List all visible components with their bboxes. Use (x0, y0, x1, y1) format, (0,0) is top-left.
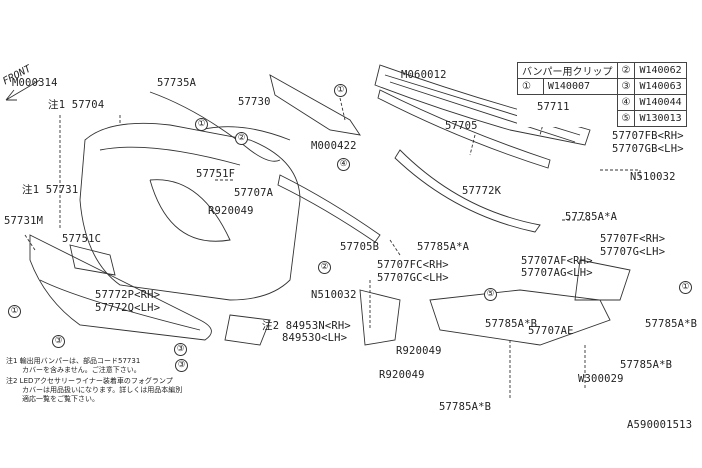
front-arrow-icon (5, 79, 41, 101)
part-label[interactable]: 57730 (238, 96, 271, 108)
clip-code: W130013 (634, 110, 687, 127)
clip-num: ③ (616, 78, 636, 95)
clip-code: W140044 (634, 94, 687, 111)
note-2: カバーは用品扱いになります。詳しくは用品本編別 (22, 386, 183, 394)
part-label[interactable]: 57707G<LH> (600, 246, 666, 258)
part-label[interactable]: 注2 84953N<RH> (262, 320, 351, 332)
part-label[interactable]: R920049 (208, 205, 254, 217)
strip (149, 91, 281, 162)
under-cover (429, 289, 611, 346)
absorber (374, 64, 591, 146)
part-label[interactable]: M000422 (311, 140, 357, 152)
note-1: カバーを含みません。ご注意下さい。 (22, 366, 141, 374)
upper-bracket (269, 74, 361, 136)
part-label[interactable]: 57772Q<LH> (95, 302, 161, 314)
part-label[interactable]: 57785A*B (485, 318, 538, 330)
part-label[interactable]: 57772K (462, 185, 502, 197)
part-label[interactable]: 57772P<RH> (95, 289, 161, 301)
part-label[interactable]: 57731M (4, 215, 44, 227)
diagram-id: A590001513 (627, 419, 693, 431)
callout-3: ③ (175, 359, 188, 372)
part-label[interactable]: 57785A*A (565, 211, 618, 223)
part-label[interactable]: 57707A (234, 187, 274, 199)
part-label[interactable]: 57751F (196, 168, 236, 180)
part-label[interactable]: 57785A*B (620, 359, 673, 371)
callout-3: ③ (174, 343, 187, 356)
clip-code: W140007 (542, 78, 618, 95)
callout-5: ⑤ (484, 288, 497, 301)
part-label[interactable]: 57707F<RH> (600, 233, 666, 245)
part-label[interactable]: 57707FC<RH> (377, 259, 449, 271)
clip-num: ① (517, 78, 544, 95)
part-label[interactable]: 57711 (537, 101, 570, 113)
clip-code: W140063 (634, 78, 687, 95)
part-label[interactable]: 57735A (157, 77, 197, 89)
part-label[interactable]: 注1 57731 (22, 184, 79, 196)
part-label[interactable]: 57707AE (528, 325, 574, 337)
part-label[interactable]: 84953O<LH> (282, 332, 348, 344)
clip-num: ④ (616, 94, 636, 111)
part-label[interactable]: R920049 (396, 345, 442, 357)
note-1: 注1 輸出用バンパーは、部品コード57731 (6, 357, 141, 365)
part-label[interactable]: 57707AG<LH> (521, 267, 593, 279)
clip-table-title: バンパー用クリップ (517, 62, 618, 79)
part-label[interactable]: 57785A*B (439, 401, 492, 413)
callout-1: ① (334, 84, 347, 97)
callout-1: ① (679, 281, 692, 294)
part-label[interactable]: M000314 (12, 77, 58, 89)
clip-num: ② (616, 62, 636, 79)
part-label[interactable]: W300029 (578, 373, 624, 385)
callout-1: ① (195, 118, 208, 131)
clip-num: ⑤ (616, 110, 636, 127)
callout-2: ② (235, 132, 248, 145)
clip-code: W140062 (634, 62, 687, 79)
part-label[interactable]: N510032 (630, 171, 676, 183)
lower-valance (29, 234, 212, 341)
grille (69, 244, 116, 276)
part-label[interactable]: M060012 (401, 69, 447, 81)
callout-3: ③ (52, 335, 65, 348)
note-2: 注2 LEDアクセサリーライナー装着車のフォグランプ (6, 377, 173, 385)
note-2: 適応一覧をご覧下さい。 (22, 395, 99, 403)
part-label[interactable]: 注1 57704 (48, 99, 105, 111)
part-label[interactable]: 57785A*A (417, 241, 470, 253)
part-label[interactable]: R920049 (379, 369, 425, 381)
part-label[interactable]: 57707AF<RH> (521, 255, 593, 267)
callout-1: ① (8, 305, 21, 318)
part-label[interactable]: 57707GB<LH> (612, 143, 684, 155)
callout-2: ② (318, 261, 331, 274)
bumper-cover (79, 122, 301, 301)
part-label[interactable]: N510032 (311, 289, 357, 301)
part-label[interactable]: 57707FB<RH> (612, 130, 684, 142)
part-label[interactable]: 57785A*B (645, 318, 698, 330)
part-label[interactable]: 57705B (340, 241, 380, 253)
part-label[interactable]: 57705 (445, 120, 478, 132)
part-label[interactable]: 57707GC<LH> (377, 272, 449, 284)
callout-4: ④ (337, 158, 350, 171)
part-label[interactable]: 57751C (62, 233, 102, 245)
